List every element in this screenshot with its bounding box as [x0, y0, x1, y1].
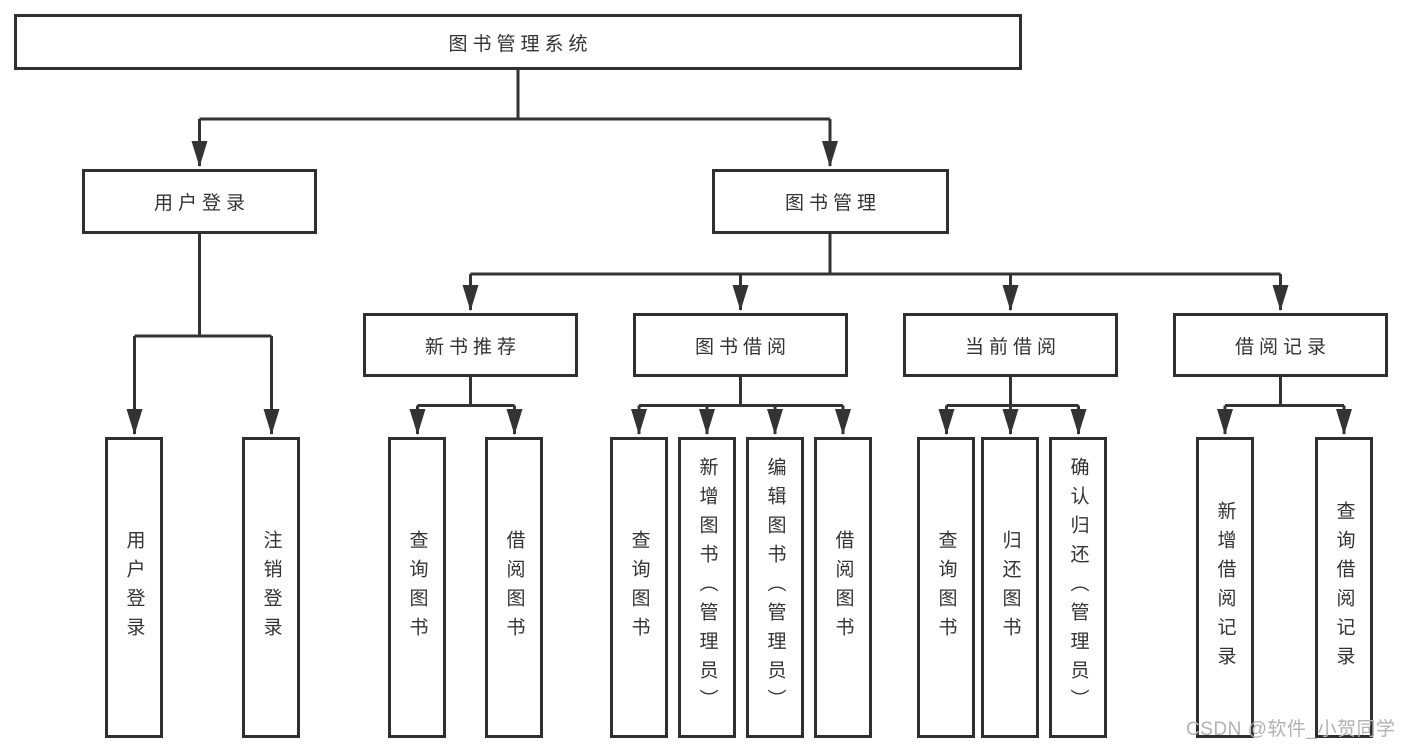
leaf-query-borrow-record: 查询借阅记录: [1315, 437, 1373, 738]
leaf-edit-books-admin: 编辑图书（管理员）: [746, 437, 804, 738]
leaf-query-books: 查询图书: [610, 437, 668, 738]
leaf-query-books-recommend: 查询图书: [388, 437, 446, 738]
edge-bus-lines: [134, 70, 1344, 407]
leaf-logout: 注销登录: [242, 437, 300, 738]
leaf-borrow-books: 借阅图书: [814, 437, 872, 738]
node-book-borrowing: 图书借阅: [633, 313, 848, 377]
leaf-query-books-current: 查询图书: [917, 437, 975, 738]
csdn-watermark: CSDN @软件_小贺同学: [1186, 719, 1396, 740]
leaf-borrow-books-recommend: 借阅图书: [485, 437, 543, 738]
node-library-system-root: 图书管理系统: [14, 14, 1022, 70]
leaf-add-borrow-record: 新增借阅记录: [1196, 437, 1254, 738]
node-new-book-recommendation: 新书推荐: [363, 313, 578, 377]
node-borrow-records: 借阅记录: [1173, 313, 1388, 377]
node-book-management: 图书管理: [712, 169, 949, 234]
leaf-add-books-admin: 新增图书（管理员）: [678, 437, 736, 738]
leaf-user-login: 用户登录: [105, 437, 163, 738]
leaf-return-books: 归还图书: [981, 437, 1039, 738]
node-current-borrowing: 当前借阅: [903, 313, 1118, 377]
node-user-login: 用户登录: [82, 169, 317, 234]
leaf-confirm-return-admin: 确认归还（管理员）: [1049, 437, 1107, 738]
arrow-edges: [126, 119, 1352, 435]
